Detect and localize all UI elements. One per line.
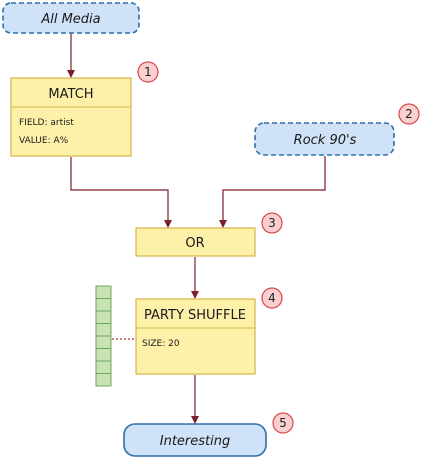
queue-cell bbox=[95, 360, 112, 374]
node-or-box bbox=[135, 227, 256, 257]
queue-cell bbox=[95, 285, 112, 299]
node-match-prop-field: FIELD: artist bbox=[19, 118, 74, 128]
node-party-shuffle-title: PARTY SHUFFLE bbox=[144, 308, 246, 323]
node-or[interactable]: OR bbox=[135, 227, 256, 257]
node-all-media[interactable]: All Media bbox=[2, 2, 140, 34]
node-all-media-label: All Media bbox=[40, 12, 100, 27]
node-match-prop-value: VALUE: A% bbox=[19, 136, 69, 146]
node-party-shuffle[interactable]: PARTY SHUFFLE SIZE: 20 bbox=[135, 298, 256, 375]
node-rock-90s-box bbox=[254, 122, 395, 156]
node-match-box bbox=[10, 77, 132, 157]
node-all-media-box bbox=[2, 2, 140, 34]
queue-cell bbox=[95, 373, 112, 387]
node-interesting-box bbox=[123, 423, 267, 457]
badge-2-number: 2 bbox=[405, 107, 413, 121]
badge-4: 4 bbox=[261, 287, 283, 309]
queue-cell bbox=[95, 298, 112, 312]
node-match-title: MATCH bbox=[48, 87, 93, 102]
connectors bbox=[67, 33, 326, 424]
queue-stack bbox=[95, 285, 112, 387]
node-interesting-label: Interesting bbox=[160, 434, 230, 449]
queue-cell bbox=[95, 348, 112, 362]
badge-5-number: 5 bbox=[279, 416, 287, 430]
queue-cell bbox=[95, 335, 112, 349]
badge-4-number: 4 bbox=[268, 291, 276, 305]
badge-1-number: 1 bbox=[144, 65, 152, 79]
node-match[interactable]: MATCH FIELD: artist VALUE: A% bbox=[10, 77, 132, 157]
edge-match-or bbox=[70, 157, 172, 228]
edge-rock-or bbox=[219, 156, 326, 228]
node-party-shuffle-box bbox=[135, 298, 256, 375]
node-party-shuffle-prop-size: SIZE: 20 bbox=[142, 339, 180, 349]
badge-1: 1 bbox=[137, 61, 159, 83]
node-rock-90s-label: Rock 90's bbox=[294, 133, 357, 148]
badge-5: 5 bbox=[272, 412, 294, 434]
node-interesting[interactable]: Interesting bbox=[123, 423, 267, 457]
queue-cell bbox=[95, 323, 112, 337]
badge-2: 2 bbox=[398, 103, 420, 125]
badge-3-number: 3 bbox=[268, 216, 276, 230]
node-rock-90s[interactable]: Rock 90's bbox=[254, 122, 395, 156]
badge-3: 3 bbox=[261, 212, 283, 234]
queue-cell bbox=[95, 310, 112, 324]
node-or-title: OR bbox=[185, 236, 204, 251]
